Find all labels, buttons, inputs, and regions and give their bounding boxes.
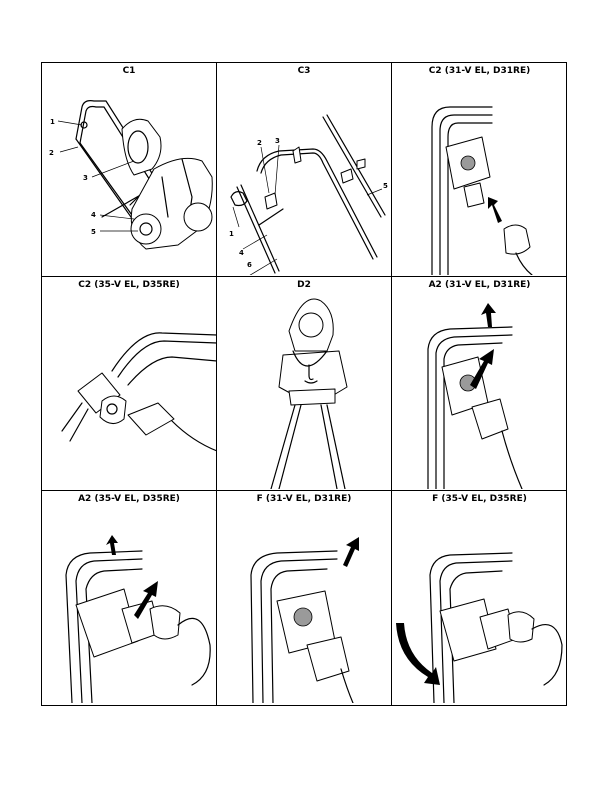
callout-4: 4	[91, 211, 96, 219]
switch-box-plug-illustration	[61, 332, 217, 452]
callout-1: 1	[50, 118, 55, 126]
handle-cable-clips-illustration: 2 3 1 4 6 5	[229, 114, 388, 275]
panel-title: C2 (35-V EL, D35RE)	[78, 280, 180, 290]
callout-4: 4	[239, 249, 244, 257]
panel-title: C1	[122, 66, 136, 76]
cable-hook-illustration	[250, 537, 359, 703]
mower-handle-assembly-illustration: 1 2 3 4 5	[49, 100, 213, 250]
panel-d2: D2	[217, 277, 392, 491]
panel-c2-31: C2 (31-V EL, D31RE)	[392, 63, 567, 277]
instruction-figure-grid: C1 1	[41, 62, 567, 706]
panel-a2-35: A2 (35-V EL, D35RE)	[42, 491, 217, 705]
callout-5: 5	[383, 182, 388, 190]
panel-a2-31: A2 (31-V EL, D31RE)	[392, 277, 567, 491]
panel-title: A2 (31-V EL, D31RE)	[428, 280, 531, 290]
callout-2: 2	[257, 139, 262, 147]
panel-title: C2 (31-V EL, D31RE)	[428, 66, 531, 76]
panel-c2-35: C2 (35-V EL, D35RE)	[42, 277, 217, 491]
callout-2: 2	[49, 149, 54, 157]
callout-1: 1	[229, 230, 234, 238]
panel-title: C3	[297, 66, 311, 76]
panel-title: A2 (35-V EL, D35RE)	[78, 494, 180, 504]
panel-f-35: F (35-V EL, D35RE)	[392, 491, 567, 705]
panel-title: F (35-V EL, D35RE)	[432, 494, 527, 504]
callout-3: 3	[275, 137, 280, 145]
callout-5: 5	[91, 228, 96, 236]
panel-f-31: F (31-V EL, D31RE)	[217, 491, 392, 705]
panel-title: F (31-V EL, D31RE)	[256, 494, 352, 504]
panel-title: D2	[297, 280, 311, 290]
panel-c1: C1 1	[42, 63, 217, 277]
switch-box-insert-illustration	[65, 535, 211, 703]
cable-hook-rotate-illustration	[396, 552, 563, 703]
callout-6: 6	[247, 261, 252, 269]
cable-strain-relief-illustration	[270, 298, 348, 489]
switch-box-plug-illustration	[431, 106, 533, 275]
callout-3: 3	[83, 174, 88, 182]
panel-c3: C3 2 3 1 4 6 5	[217, 63, 392, 277]
switch-box-insert-illustration	[427, 303, 523, 489]
